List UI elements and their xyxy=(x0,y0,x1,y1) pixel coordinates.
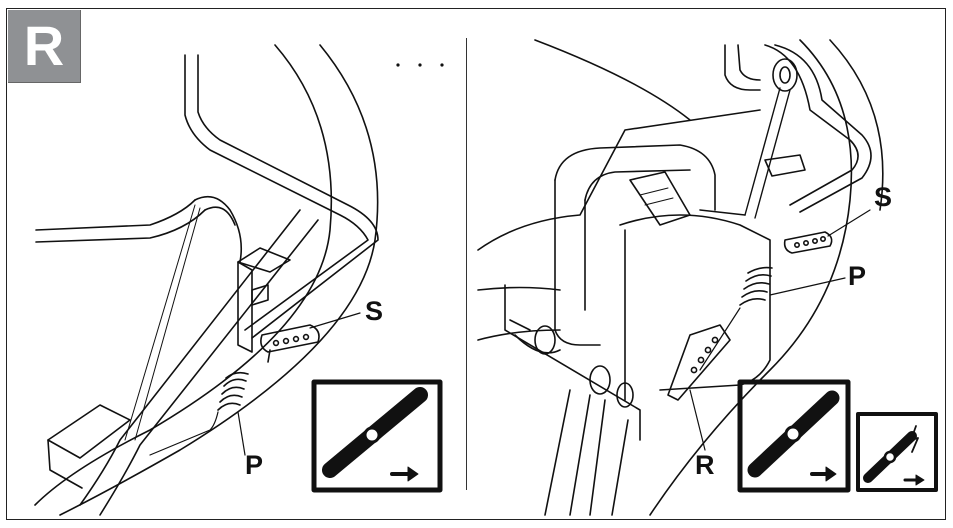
panel-divider xyxy=(466,38,467,490)
section-badge: R xyxy=(8,10,81,83)
right-blade-electric-icon xyxy=(856,412,938,492)
label-s-right: S xyxy=(874,182,893,212)
label-s-left: S xyxy=(365,296,384,326)
right-mower-drawing xyxy=(477,39,884,516)
right-blade-icon xyxy=(737,379,851,493)
label-p-left: P xyxy=(245,450,264,480)
section-badge-letter: R xyxy=(23,14,65,77)
label-r-right: R xyxy=(695,450,715,480)
left-blade-icon xyxy=(311,379,443,493)
left-mower-drawing xyxy=(34,44,444,516)
label-p-right: P xyxy=(848,261,867,291)
